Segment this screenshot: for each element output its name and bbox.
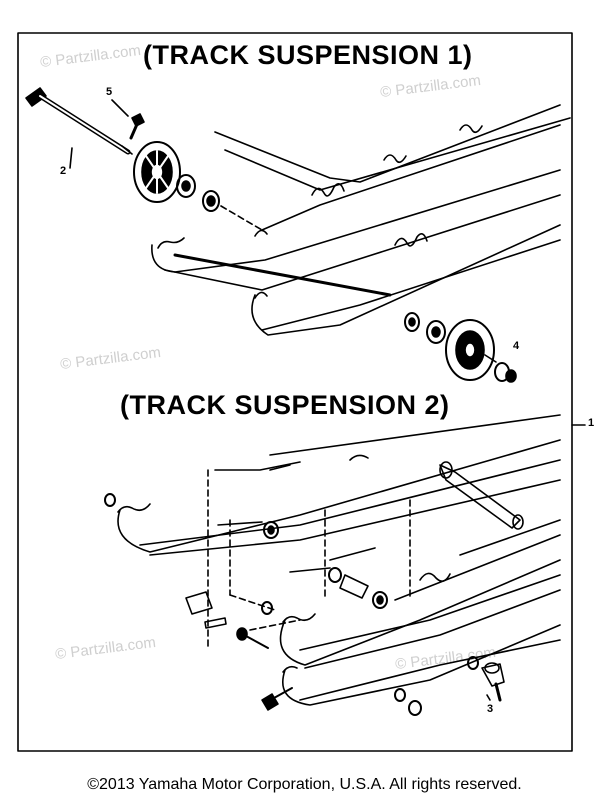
washer bbox=[261, 601, 273, 615]
slide-rail-lower bbox=[151, 169, 561, 336]
collar bbox=[404, 312, 420, 332]
washer bbox=[328, 567, 342, 583]
collar bbox=[202, 190, 220, 212]
bolt-part-2 bbox=[25, 87, 133, 155]
bearing bbox=[426, 320, 446, 344]
leader-line bbox=[484, 354, 497, 363]
bushing bbox=[372, 591, 388, 609]
copyright-notice: ©2013 Yamaha Motor Corporation, U.S.A. A… bbox=[87, 776, 522, 793]
axis-line bbox=[220, 205, 263, 231]
plate bbox=[204, 617, 227, 629]
shaft bbox=[439, 461, 524, 530]
slide-rail-pair-upper bbox=[117, 414, 561, 556]
pin-part-3 bbox=[481, 662, 505, 702]
washer bbox=[467, 656, 479, 670]
leader-line bbox=[217, 521, 263, 526]
slider-block bbox=[185, 591, 213, 615]
screw bbox=[236, 627, 269, 649]
section-title-track-suspension-1: (TRACK SUSPENSION 1) bbox=[143, 40, 473, 70]
diagram-frame bbox=[17, 32, 573, 752]
washer bbox=[104, 493, 116, 507]
leader-line bbox=[289, 567, 331, 573]
wheel-left bbox=[133, 141, 181, 203]
bearing bbox=[176, 174, 196, 198]
callout-5[interactable]: 5 bbox=[106, 86, 113, 98]
leader-line bbox=[486, 694, 491, 701]
leader-line bbox=[111, 99, 129, 117]
slide-rail-upper bbox=[214, 104, 571, 237]
callout-1[interactable]: 1 bbox=[588, 417, 595, 429]
callout-4[interactable]: 4 bbox=[513, 340, 520, 352]
washer bbox=[394, 688, 406, 702]
assembly-guide-lines bbox=[207, 469, 411, 651]
section-title-track-suspension-2: (TRACK SUSPENSION 2) bbox=[120, 390, 450, 420]
spacer bbox=[339, 574, 369, 599]
leader-line bbox=[329, 547, 376, 561]
slide-rail-pair-lower bbox=[279, 519, 561, 706]
screw bbox=[261, 687, 293, 711]
callout-2[interactable]: 2 bbox=[60, 165, 67, 177]
wheel-right bbox=[445, 319, 495, 381]
bushing bbox=[263, 521, 279, 539]
bolt-part-5 bbox=[129, 113, 145, 140]
callout-3[interactable]: 3 bbox=[487, 703, 494, 715]
nut bbox=[408, 700, 422, 716]
leader-line bbox=[69, 147, 73, 169]
